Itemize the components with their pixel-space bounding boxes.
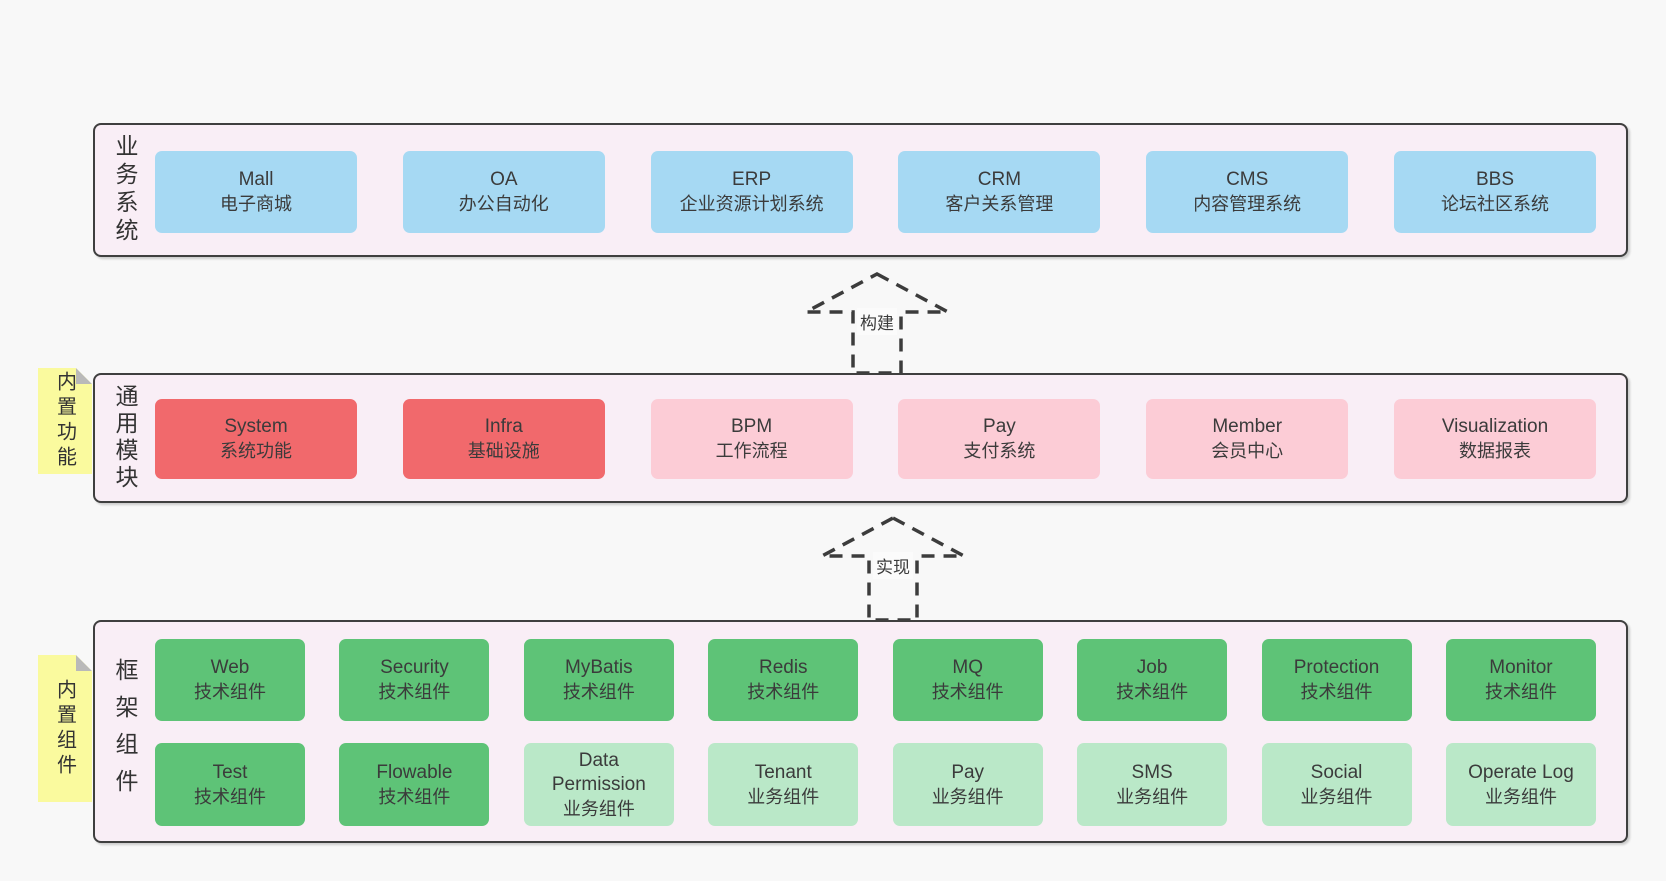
build-arrow: 构建 xyxy=(804,271,950,373)
box-member: Member 会员中心 xyxy=(1146,399,1349,479)
layer-business-systems: 业务系统 Mall 电子商城 OA 办公自动化 ERP 企业资源计划系统 CRM… xyxy=(93,123,1628,257)
box-cms: CMS 内容管理系统 xyxy=(1146,151,1349,233)
folded-corner-icon xyxy=(76,368,92,384)
box-job: Job 技术组件 xyxy=(1077,639,1228,721)
box-tenant: Tenant 业务组件 xyxy=(708,743,859,826)
folded-corner-icon xyxy=(76,655,92,671)
box-operate-log: Operate Log 业务组件 xyxy=(1445,743,1596,826)
box-security: Security 技术组件 xyxy=(339,639,490,721)
box-mybatis: MyBatis 技术组件 xyxy=(523,639,674,721)
box-erp: ERP 企业资源计划系统 xyxy=(650,151,853,233)
box-infra: Infra 基础设施 xyxy=(402,399,605,479)
box-system: System 系统功能 xyxy=(155,399,357,479)
box-pay-component: Pay 业务组件 xyxy=(892,743,1043,826)
box-pay-module: Pay 支付系统 xyxy=(898,399,1101,479)
box-oa: OA 办公自动化 xyxy=(402,151,605,233)
box-bpm: BPM 工作流程 xyxy=(650,399,853,479)
modules-box-row: System 系统功能 Infra 基础设施 BPM 工作流程 Pay 支付系统… xyxy=(155,399,1596,479)
sticky-tab-builtin-features: 内置功能 xyxy=(38,368,92,474)
implement-arrow: 实现 xyxy=(820,515,966,620)
box-sms: SMS 业务组件 xyxy=(1077,743,1228,826)
business-box-row: Mall 电子商城 OA 办公自动化 ERP 企业资源计划系统 CRM 客户关系… xyxy=(155,151,1596,233)
box-redis: Redis 技术组件 xyxy=(708,639,859,721)
box-flowable: Flowable 技术组件 xyxy=(339,743,490,826)
layer-common-modules: 通用模块 System 系统功能 Infra 基础设施 BPM 工作流程 Pay… xyxy=(93,373,1628,503)
box-protection: Protection 技术组件 xyxy=(1261,639,1412,721)
box-mq: MQ 技术组件 xyxy=(892,639,1043,721)
box-test: Test 技术组件 xyxy=(155,743,305,826)
box-visualization: Visualization 数据报表 xyxy=(1393,399,1596,479)
box-monitor: Monitor 技术组件 xyxy=(1445,639,1596,721)
layer-label-business: 业务系统 xyxy=(112,134,138,246)
implement-arrow-label: 实现 xyxy=(873,552,913,579)
sticky-tab-builtin-components: 内置组件 xyxy=(38,655,92,802)
box-social: Social 业务组件 xyxy=(1261,743,1412,826)
box-web: Web 技术组件 xyxy=(155,639,305,721)
box-bbs: BBS 论坛社区系统 xyxy=(1393,151,1596,233)
box-mall: Mall 电子商城 xyxy=(155,151,357,233)
box-crm: CRM 客户关系管理 xyxy=(898,151,1101,233)
components-box-row-2: Test 技术组件 Flowable 技术组件 Data Permission … xyxy=(155,743,1596,826)
layer-label-modules: 通用模块 xyxy=(112,384,138,492)
layer-label-components: 框架组件 xyxy=(112,657,138,806)
layer-framework-components: 框架组件 Web 技术组件 Security 技术组件 MyBatis 技术组件… xyxy=(93,620,1628,843)
components-box-row-1: Web 技术组件 Security 技术组件 MyBatis 技术组件 Redi… xyxy=(155,639,1596,721)
box-data-permission: Data Permission 业务组件 xyxy=(523,743,674,826)
build-arrow-label: 构建 xyxy=(857,308,897,335)
